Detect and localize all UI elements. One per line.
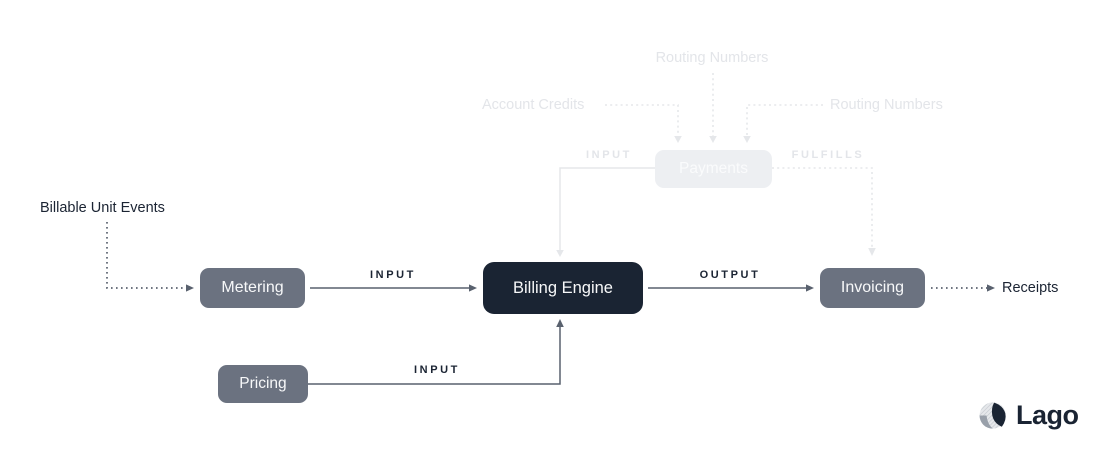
lago-logo-icon — [979, 402, 1006, 429]
fulfills-label: FULFILLS — [791, 149, 865, 161]
metering-input-label: INPUT — [370, 269, 416, 281]
edge-account-credits-to-payments — [605, 104, 679, 136]
node-billing-engine-label: Billing Engine — [513, 278, 613, 297]
arrowhead-payments-input — [556, 250, 564, 257]
node-pricing: Pricing — [218, 365, 308, 403]
node-invoicing-label: Invoicing — [840, 279, 905, 296]
arrowhead-metering-input — [469, 284, 477, 292]
arrowhead-fulfills — [868, 248, 876, 256]
routing-numbers-right-label: Routing Numbers — [830, 97, 943, 113]
lago-logo: Lago — [978, 400, 1079, 431]
edge-payments-to-invoicing — [772, 167, 873, 248]
arrowhead-routing-top — [709, 136, 717, 143]
edge-payments-to-billing — [559, 167, 655, 250]
arrowhead-output — [806, 284, 814, 292]
routing-numbers-top-label: Routing Numbers — [655, 50, 769, 66]
node-pricing-label: Pricing — [239, 375, 287, 393]
arrowhead-account-credits — [674, 136, 682, 143]
node-payments-label: Payments — [679, 160, 748, 178]
receipts-label: Receipts — [1002, 280, 1059, 296]
arrowhead-pricing-input — [556, 319, 564, 327]
pricing-input-label: INPUT — [414, 364, 460, 376]
arrowhead-events — [186, 284, 194, 292]
payments-input-label: INPUT — [586, 149, 632, 161]
account-credits-label: Account Credits — [482, 97, 585, 113]
output-label: OUTPUT — [699, 269, 761, 281]
edge-pricing-to-billing — [308, 327, 561, 385]
node-metering-label: Metering — [221, 279, 284, 296]
edge-routing-right-to-payments — [746, 104, 823, 136]
node-invoicing: Invoicing — [820, 268, 925, 308]
arrowhead-receipts — [987, 284, 995, 292]
billable-unit-events-label: Billable Unit Events — [40, 200, 165, 216]
lago-logo-text: Lago — [1016, 400, 1079, 430]
node-payments: Payments — [655, 150, 772, 188]
node-billing-engine: Billing Engine — [483, 262, 643, 314]
arrowhead-routing-right — [743, 136, 751, 143]
node-metering: Metering — [200, 268, 305, 308]
edge-events-to-metering — [106, 222, 186, 289]
